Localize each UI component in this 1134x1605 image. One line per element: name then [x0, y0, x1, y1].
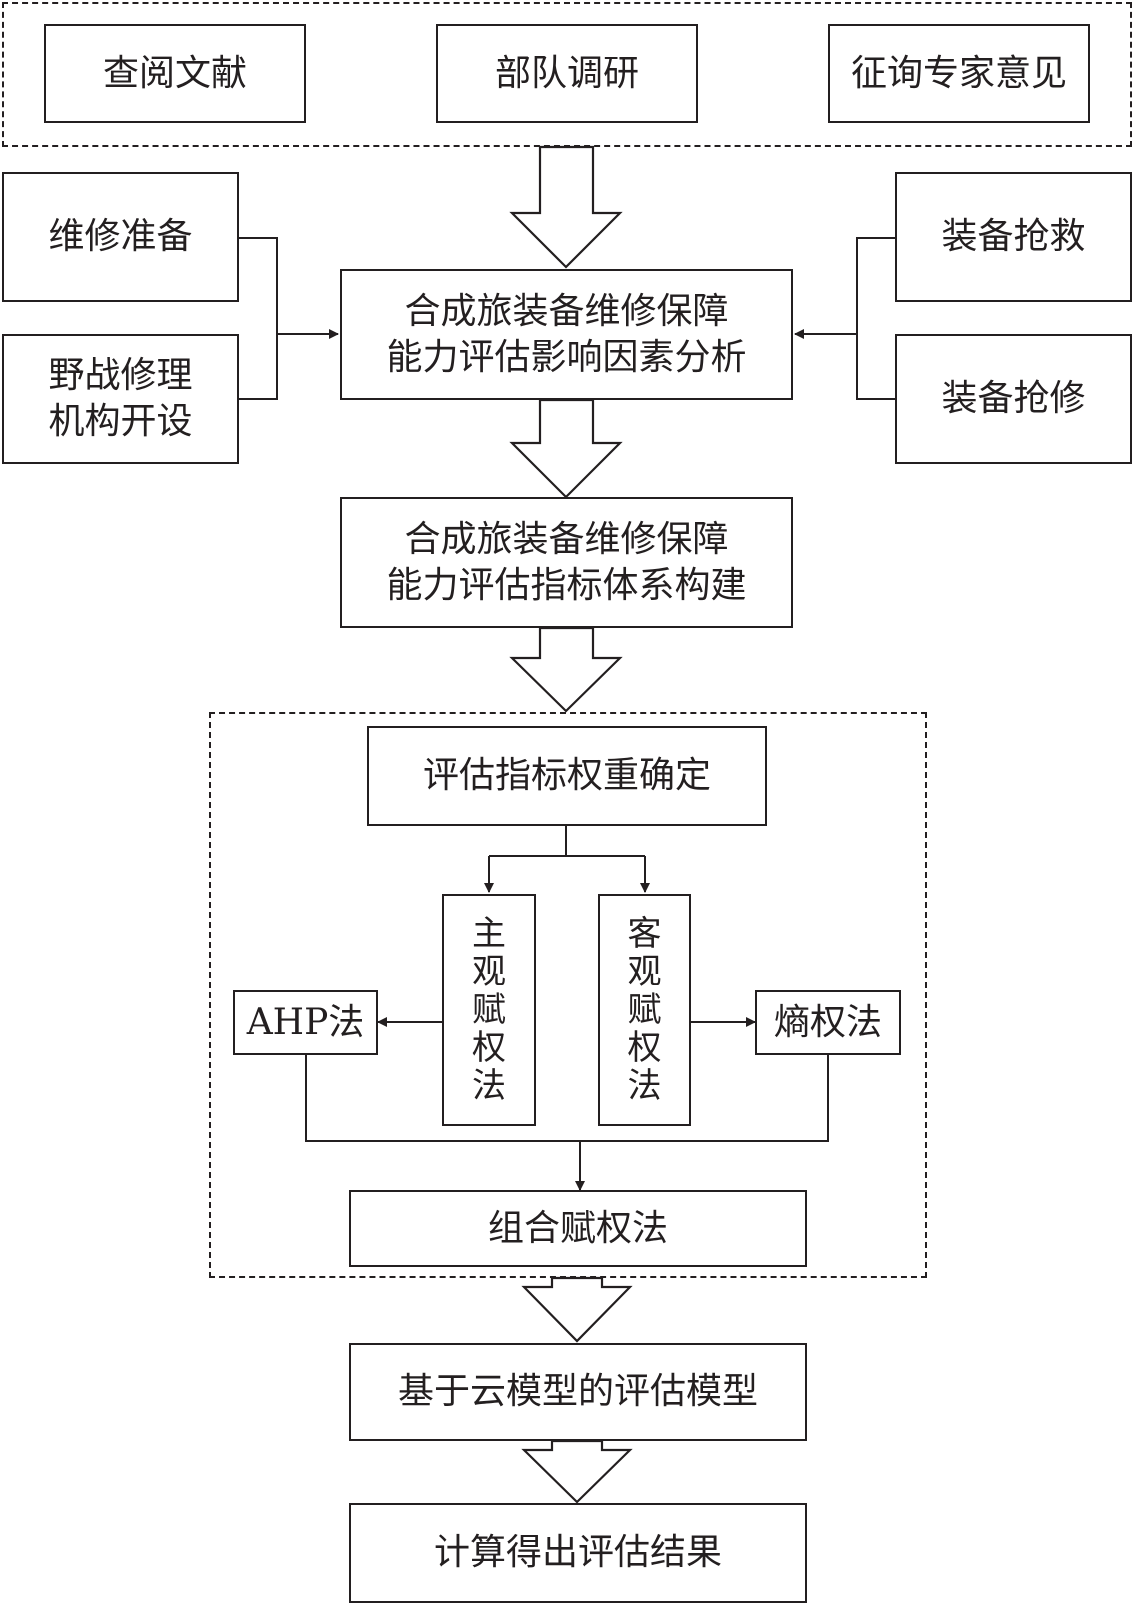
field-repair-box: 野战修理 机构开设: [2, 334, 239, 464]
big-arrow-2: [509, 398, 623, 499]
unit-survey-label: 部队调研: [494, 52, 639, 94]
big-arrow-3: [509, 626, 623, 713]
sources-group: [2, 2, 1132, 147]
expert-opinion-box: 征询专家意见: [828, 24, 1090, 123]
entropy-method-box: 熵权法: [755, 990, 901, 1055]
equipment-rescue-box: 装备抢救: [895, 172, 1132, 302]
literature-review-box: 查阅文献: [44, 24, 306, 123]
equipment-repair-label: 装备抢修: [941, 378, 1086, 419]
literature-review-label: 查阅文献: [102, 52, 247, 94]
maintenance-prep-label: 维修准备: [48, 216, 193, 257]
entropy-method-label: 熵权法: [773, 1001, 882, 1043]
factor-analysis-line2: 能力评估影响因素分析: [386, 336, 747, 378]
objective-weighting-box: 客观赋权法: [598, 894, 691, 1126]
combined-weighting-box: 组合赋权法: [349, 1190, 807, 1267]
combined-weighting-label: 组合赋权法: [487, 1207, 668, 1249]
subjective-weighting-box: 主观赋权法: [442, 894, 536, 1126]
factor-analysis-line1: 合成旅装备维修保障: [404, 290, 729, 332]
factor-analysis-box: 合成旅装备维修保障 能力评估影响因素分析: [340, 269, 793, 400]
cloud-model-box: 基于云模型的评估模型: [349, 1343, 807, 1441]
cloud-model-label: 基于云模型的评估模型: [397, 1371, 758, 1412]
field-repair-label-line2: 机构开设: [48, 401, 193, 442]
index-system-box: 合成旅装备维修保障 能力评估指标体系构建: [340, 497, 793, 628]
weight-determination-label: 评估指标权重确定: [422, 755, 711, 796]
objective-weighting-label: 客观赋权法: [627, 914, 662, 1106]
unit-survey-box: 部队调研: [436, 24, 698, 123]
subjective-weighting-label: 主观赋权法: [471, 914, 506, 1106]
equipment-rescue-label: 装备抢救: [941, 216, 1086, 257]
index-system-line1: 合成旅装备维修保障: [404, 518, 729, 560]
equipment-repair-box: 装备抢修: [895, 334, 1132, 464]
ahp-method-label: AHP法: [246, 1001, 365, 1043]
weighting-group: [209, 712, 927, 1278]
big-arrow-4: [521, 1276, 633, 1343]
index-system-line2: 能力评估指标体系构建: [386, 564, 747, 606]
expert-opinion-label: 征询专家意见: [850, 52, 1067, 94]
weight-determination-box: 评估指标权重确定: [367, 726, 767, 826]
maintenance-prep-box: 维修准备: [2, 172, 239, 302]
result-box: 计算得出评估结果: [349, 1503, 807, 1603]
result-label: 计算得出评估结果: [433, 1532, 722, 1573]
big-arrow-1: [509, 145, 623, 269]
field-repair-label-line1: 野战修理: [48, 355, 193, 396]
big-arrow-5: [521, 1439, 633, 1504]
ahp-method-box: AHP法: [233, 990, 378, 1055]
